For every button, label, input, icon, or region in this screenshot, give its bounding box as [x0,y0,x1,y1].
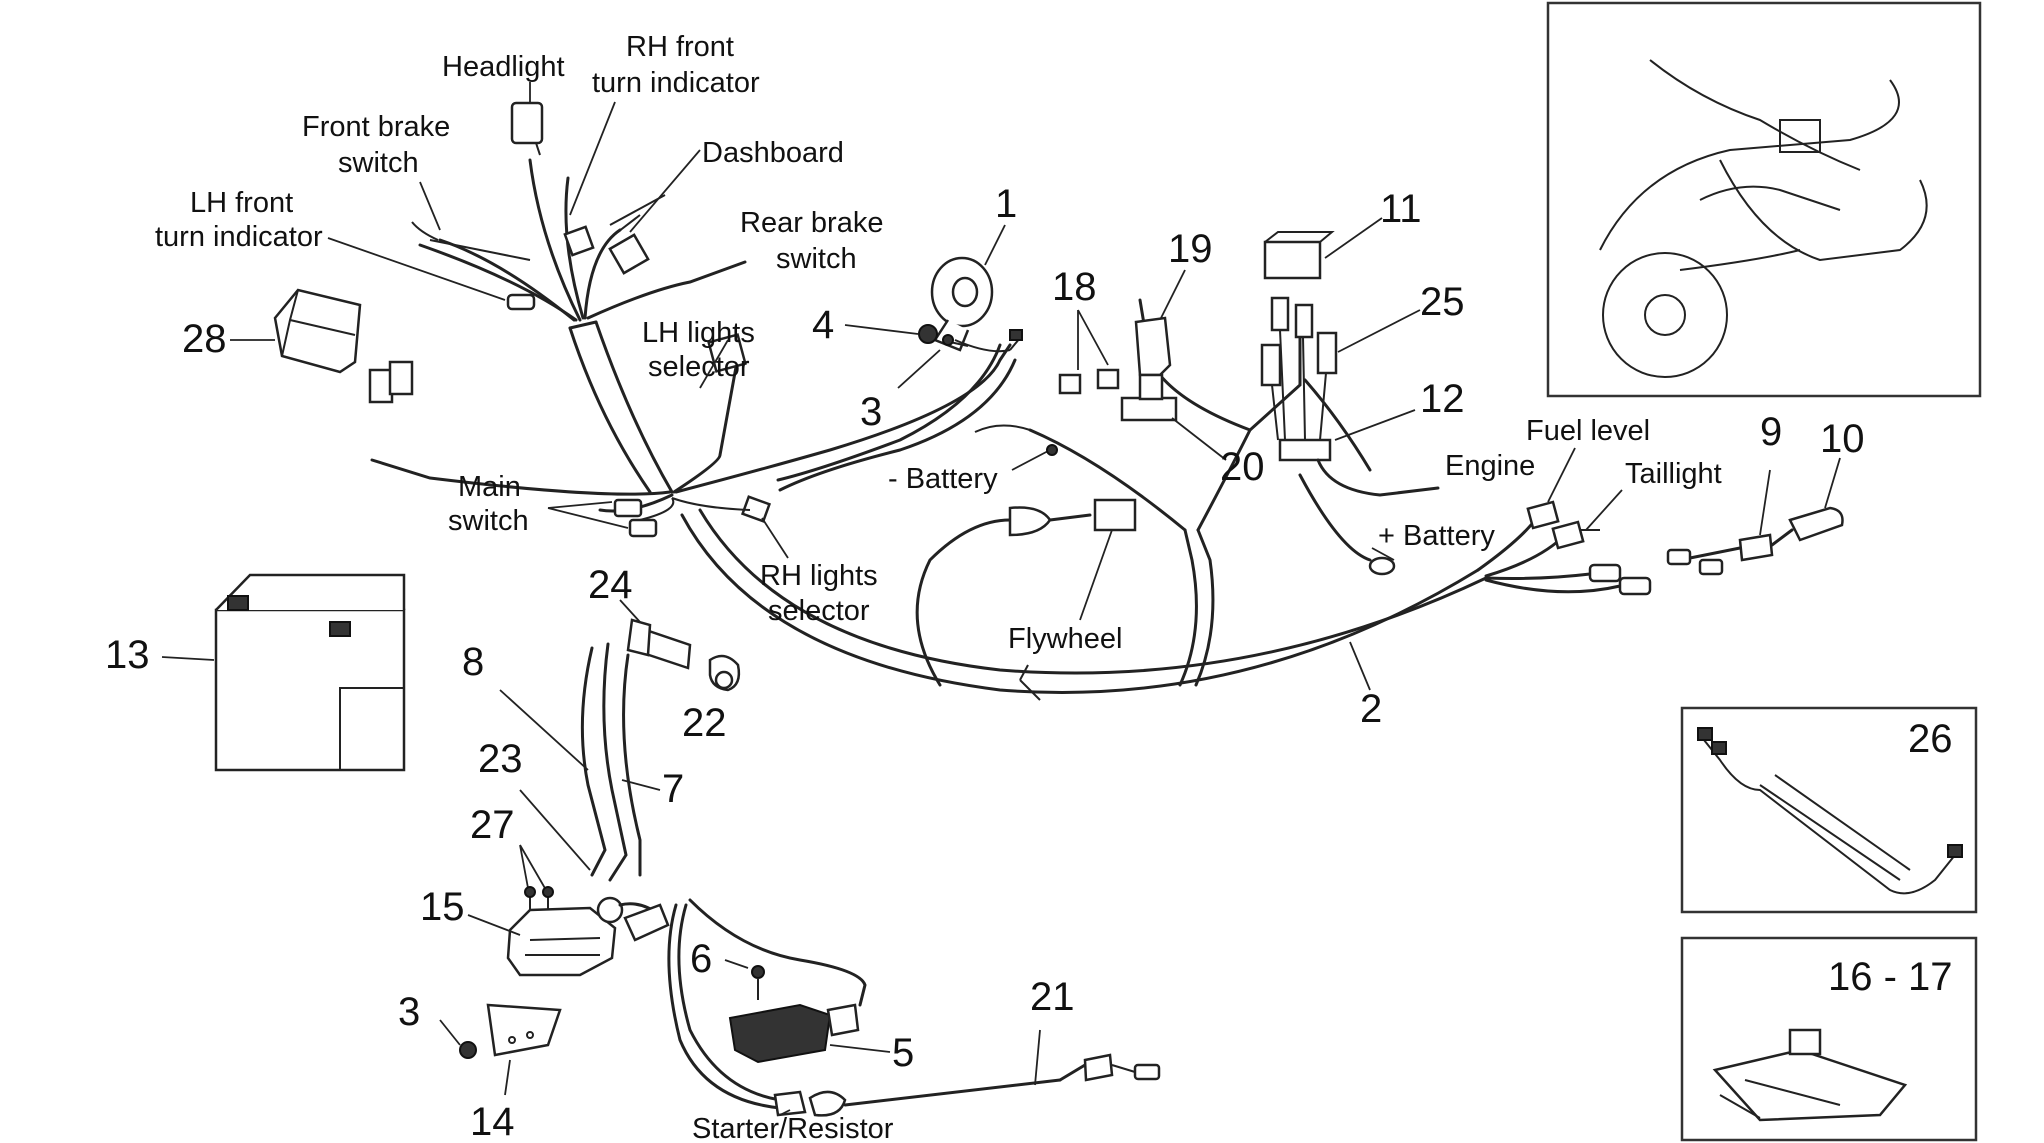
part-number-4: 4 [812,303,834,347]
label-front-brake-2: switch [338,147,419,179]
label-main-switch-2: switch [448,505,529,537]
regulator-5-6: 6 5 [667,898,1062,1117]
harness-2-leader: 2 [1349,641,1382,731]
part-number-27: 27 [470,803,515,847]
taillight-9-10: 9 10 [1666,410,1865,576]
flasher-28: 28 [182,288,414,404]
part-number-3a: 3 [860,390,882,434]
part-number-14: 14 [470,1100,515,1143]
label-lh-lights-1: LH lights [642,317,755,349]
part-number-6: 6 [690,937,712,981]
label-fuel-level: Fuel level [1526,415,1650,447]
label-dashboard: Dashboard [702,137,844,169]
label-rear-brake-1: Rear brake [740,207,883,239]
part-number-26: 26 [1908,717,1953,761]
part-number-11: 11 [1380,187,1422,231]
part-number-5: 5 [892,1031,914,1075]
label-rh-lights-2: selector [768,595,870,627]
part-number-24: 24 [588,563,633,607]
relay-11-25-12: 11 25 12 [1260,187,1465,497]
label-lh-lights-2: selector [648,351,750,383]
inset-26: 26 [1680,706,1978,914]
part-number-3b: 3 [398,990,420,1034]
part-number-18: 18 [1052,265,1097,309]
label-headlight: Headlight [442,51,565,83]
part-number-28: 28 [182,317,227,361]
label-minus-battery: - Battery [888,463,998,495]
part-number-12: 12 [1420,377,1465,421]
label-lh-front-turn-2: turn indicator [155,221,323,253]
part-number-22: 22 [682,701,727,745]
battery-13: 13 [105,573,406,772]
part-number-2: 2 [1360,687,1382,731]
part-number-25: 25 [1420,280,1465,324]
label-rh-lights-1: RH lights [760,560,878,592]
component-labels: Headlight RH front turn indicator Front … [155,31,1722,1143]
part-number-15: 15 [420,885,465,929]
part-number-20: 20 [1220,445,1265,489]
nut-4-screw-3: 4 3 [812,303,969,434]
coil-15-bracket-14: 27 15 3 14 [398,803,670,1143]
label-engine: Engine [1445,450,1535,482]
inset-16-17: 16 - 17 [1680,936,1978,1142]
part-number-10: 10 [1820,417,1865,461]
part-number-1: 1 [995,182,1017,226]
part-number-8: 8 [462,640,484,684]
starter-cable-21: 21 [1030,975,1161,1086]
label-taillight: Taillight [1625,458,1722,490]
ignition-cables: 24 22 8 23 7 [462,563,741,882]
label-plus-battery: + Battery [1378,520,1495,552]
main-harness [370,101,1652,701]
part-number-13: 13 [105,633,150,677]
label-starter-resistor: Starter/Resistor [692,1113,894,1143]
label-front-brake-1: Front brake [302,111,450,143]
horn-1: 1 [776,182,1023,492]
fuses-18-19-20: 18 19 20 [1052,227,1265,489]
label-lh-front-turn-1: LH front [190,187,293,219]
label-rh-front-turn-1: RH front [626,31,734,63]
part-number-21: 21 [1030,975,1075,1019]
part-number-16-17: 16 - 17 [1828,955,1953,999]
label-rear-brake-2: switch [776,243,857,275]
label-main-switch-1: Main [458,471,521,503]
part-number-9: 9 [1760,410,1782,454]
part-number-23: 23 [478,737,523,781]
part-number-19: 19 [1168,227,1213,271]
label-rh-front-turn-2: turn indicator [592,67,760,99]
motorcycle-inset [1546,1,1982,398]
label-flywheel: Flywheel [1008,623,1122,655]
part-number-7: 7 [662,767,684,811]
